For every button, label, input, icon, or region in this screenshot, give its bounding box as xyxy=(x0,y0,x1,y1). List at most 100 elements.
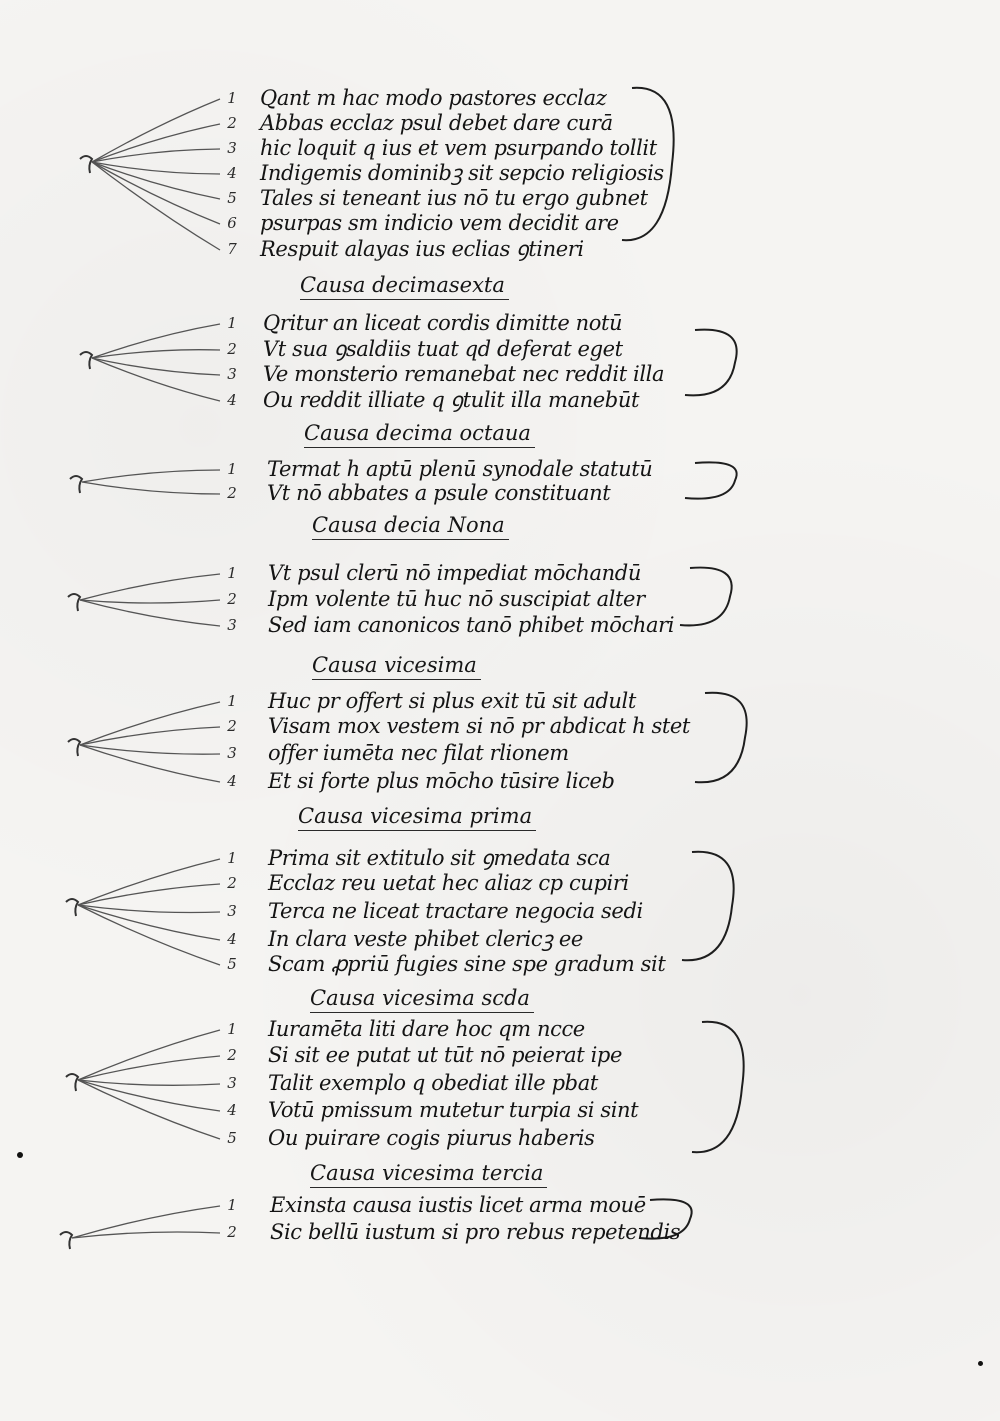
diagram-ray xyxy=(81,481,221,495)
verse-text: Tales si teneant ius nō tu ergo gubnet xyxy=(260,186,648,210)
verse-line: Ve monsterio remanebat nec reddit illa xyxy=(263,361,703,387)
line-number: 2 xyxy=(227,1046,237,1064)
verse-line: Termat h aptū plenū synodale statutū xyxy=(267,456,727,482)
line-number: 3 xyxy=(227,139,237,157)
verse-line: Ipm volente tū huc nō suscipiat alter xyxy=(268,586,708,612)
causa-heading: Causa decia Nona xyxy=(312,512,509,540)
verse-text: Iuramēta liti dare hoc qm ncce xyxy=(268,1017,585,1041)
line-number: 4 xyxy=(227,1101,237,1119)
diagram-ray xyxy=(79,726,221,746)
verse-line: Et si forte plus mōcho tūsire liceb xyxy=(268,768,713,794)
diagram-ray xyxy=(71,1231,221,1239)
verse-text: Visam mox vestem si nō pr abdicat h stet xyxy=(268,714,690,738)
causa-heading: Causa vicesima tercia xyxy=(310,1160,548,1188)
diagram-ray xyxy=(77,1079,221,1112)
verse-text: Ve monsterio remanebat nec reddit illa xyxy=(263,362,665,386)
line-number: 4 xyxy=(227,164,237,182)
diagram-ray xyxy=(91,357,221,376)
verse-line: Tales si teneant ius nō tu ergo gubnet xyxy=(260,185,680,211)
verse-line: Huc pr offert si plus exit tū sit adult xyxy=(268,688,713,714)
causa-heading: Causa decima octaua xyxy=(304,420,535,448)
verse-line: Ou puirare cogis piurus haberis xyxy=(268,1125,688,1151)
verse-text: Vt sua ꝯsaldiis tuat qd deferat eget xyxy=(263,337,623,361)
verse-text: Prima sit extitulo sit ꝯmedata sca xyxy=(268,846,611,870)
verse-text: Talit exemplo q obediat ille pbat xyxy=(268,1071,598,1095)
verse-line: hic loquit q ius et vem psurpando tollit xyxy=(260,135,680,161)
verse-text: Ou puirare cogis piurus haberis xyxy=(268,1126,595,1150)
line-number: 3 xyxy=(227,616,237,634)
verse-line: Votū pmissum mutetur turpia si sint xyxy=(268,1097,688,1123)
diagram-ray xyxy=(77,1079,221,1086)
diagram-ray xyxy=(91,349,221,359)
verse-line: Respuit alayas ius eclias ꝯtineri xyxy=(260,236,680,262)
line-number: 3 xyxy=(227,365,237,383)
ink-speck xyxy=(978,1361,983,1366)
verse-line: Indigemis dominibꝫ sit sepcio religiosis xyxy=(260,160,680,186)
line-number: 3 xyxy=(227,1074,237,1092)
verse-text: hic loquit q ius et vem psurpando tollit xyxy=(260,136,657,160)
verse-text: In clara veste phibet clericꝫ ee xyxy=(268,927,583,951)
diagram-ray xyxy=(91,161,221,200)
diagram-ray xyxy=(91,161,221,251)
line-number: 6 xyxy=(227,214,237,232)
diagram-ray xyxy=(71,1205,221,1239)
verse-line: In clara veste phibet clericꝫ ee xyxy=(268,926,688,952)
verse-line: Exinsta causa iustis licet arma mouē xyxy=(270,1192,690,1218)
diagram-ray xyxy=(77,904,221,966)
line-number: 1 xyxy=(227,849,237,867)
line-number: 3 xyxy=(227,744,237,762)
diagram-ray xyxy=(91,357,221,402)
diagram-root-mark xyxy=(67,738,82,757)
line-number: 2 xyxy=(227,874,237,892)
verse-text: Scam ꝓpriū fugies sine spe gradum sit xyxy=(268,952,666,976)
group-brace xyxy=(681,850,735,962)
diagram-ray xyxy=(79,599,221,627)
line-number: 1 xyxy=(227,564,237,582)
verse-line: Scam ꝓpriū fugies sine spe gradum sit xyxy=(268,951,688,977)
line-number: 2 xyxy=(227,1223,237,1241)
diagram-root-mark xyxy=(69,475,84,494)
causa-heading: Causa decimasexta xyxy=(300,272,509,300)
diagram-root-mark xyxy=(79,351,94,370)
verse-text: offer iumēta nec filat rlionem xyxy=(268,741,569,765)
verse-text: Huc pr offert si plus exit tū sit adult xyxy=(268,689,636,713)
verse-line: Si sit ee putat ut tūt nō peierat ipe xyxy=(268,1042,688,1068)
line-number: 7 xyxy=(227,240,237,258)
group-brace xyxy=(691,1020,745,1154)
verse-text: Ecclaz reu uetat hec aliaz cp cupiri xyxy=(268,871,629,895)
diagram-ray xyxy=(77,1029,221,1081)
line-number: 1 xyxy=(227,692,237,710)
verse-line: Vt nō abbates a psule constituant xyxy=(267,480,727,506)
line-number: 1 xyxy=(227,1020,237,1038)
line-number: 1 xyxy=(227,314,237,332)
diagram-ray xyxy=(91,98,221,163)
verse-text: Respuit alayas ius eclias ꝯtineri xyxy=(260,237,584,261)
verse-text: Si sit ee putat ut tūt nō peierat ipe xyxy=(268,1043,622,1067)
verse-text: Sic bellū iustum si pro rebus repetendis xyxy=(270,1220,681,1244)
diagram-ray xyxy=(91,123,221,163)
line-number: 1 xyxy=(227,1196,237,1214)
line-number: 1 xyxy=(227,460,237,478)
line-number: 5 xyxy=(227,955,237,973)
verse-text: Indigemis dominibꝫ sit sepcio religiosis xyxy=(260,161,664,185)
verse-line: Ou reddit illiate q ꝯtulit illa manebūt xyxy=(263,387,703,413)
verse-line: Visam mox vestem si nō pr abdicat h stet xyxy=(268,713,713,739)
verse-text: Abbas ecclaz psul debet dare curā xyxy=(260,111,613,135)
verse-line: Sic bellū iustum si pro rebus repetendis xyxy=(270,1219,690,1245)
verse-line: Terca ne liceat tractare negocia sedi xyxy=(268,898,688,924)
diagram-root-mark xyxy=(65,898,80,917)
diagram-ray xyxy=(77,904,221,914)
causa-heading: Causa vicesima prima xyxy=(298,803,537,831)
verse-text: Ou reddit illiate q ꝯtulit illa manebūt xyxy=(263,388,640,412)
ink-speck xyxy=(17,1152,23,1158)
diagram-ray xyxy=(79,701,221,746)
verse-line: Qant m hac modo pastores ecclaz xyxy=(260,85,680,111)
diagram-ray xyxy=(77,1079,221,1140)
verse-line: offer iumēta nec filat rlionem xyxy=(268,740,713,766)
diagram-ray xyxy=(77,1055,221,1081)
verse-text: Terca ne liceat tractare negocia sedi xyxy=(268,899,643,923)
verse-text: Vt nō abbates a psule constituant xyxy=(267,481,611,505)
verse-line: Vt sua ꝯsaldiis tuat qd deferat eget xyxy=(263,336,703,362)
verse-line: Prima sit extitulo sit ꝯmedata sca xyxy=(268,845,688,871)
